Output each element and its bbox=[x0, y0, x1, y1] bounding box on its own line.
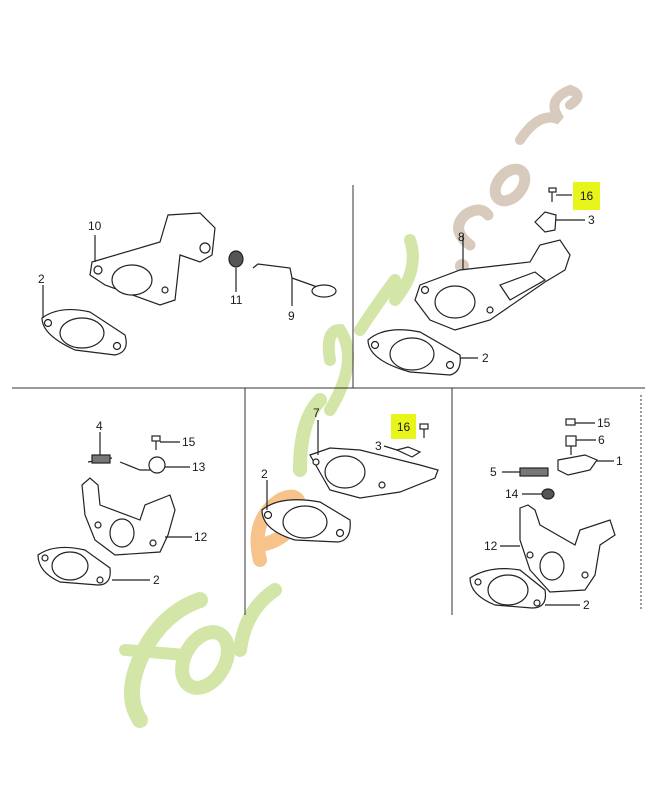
callout-9: 9 bbox=[288, 309, 295, 323]
callout-3: 3 bbox=[375, 439, 382, 453]
callout-8: 8 bbox=[458, 230, 465, 244]
callout-16: 16 bbox=[579, 189, 594, 203]
callout-1: 1 bbox=[616, 454, 623, 468]
callout-6: 6 bbox=[598, 433, 605, 447]
callout-5: 5 bbox=[490, 465, 497, 479]
panel-dividers bbox=[12, 185, 645, 615]
callout-13: 13 bbox=[192, 460, 206, 474]
callout-16: 16 bbox=[396, 419, 411, 434]
callout-7: 7 bbox=[313, 406, 320, 420]
callout-2: 2 bbox=[38, 272, 45, 286]
callout-2: 2 bbox=[153, 573, 160, 587]
callout-16-highlight: 16 bbox=[573, 182, 600, 210]
callout-15: 15 bbox=[597, 416, 611, 430]
callout-3: 3 bbox=[588, 213, 595, 227]
callout-2: 2 bbox=[583, 598, 590, 612]
callout-15: 15 bbox=[182, 435, 196, 449]
callout-16-highlight: 16 bbox=[391, 414, 416, 439]
callout-10: 10 bbox=[88, 219, 102, 233]
callout-2: 2 bbox=[482, 351, 489, 365]
callout-14: 14 bbox=[505, 487, 519, 501]
callout-12: 12 bbox=[194, 530, 208, 544]
callout-11: 11 bbox=[230, 293, 243, 307]
callout-12: 12 bbox=[484, 539, 498, 553]
callout-2: 2 bbox=[261, 467, 268, 481]
watermark bbox=[119, 84, 583, 728]
callout-4: 4 bbox=[96, 419, 103, 433]
